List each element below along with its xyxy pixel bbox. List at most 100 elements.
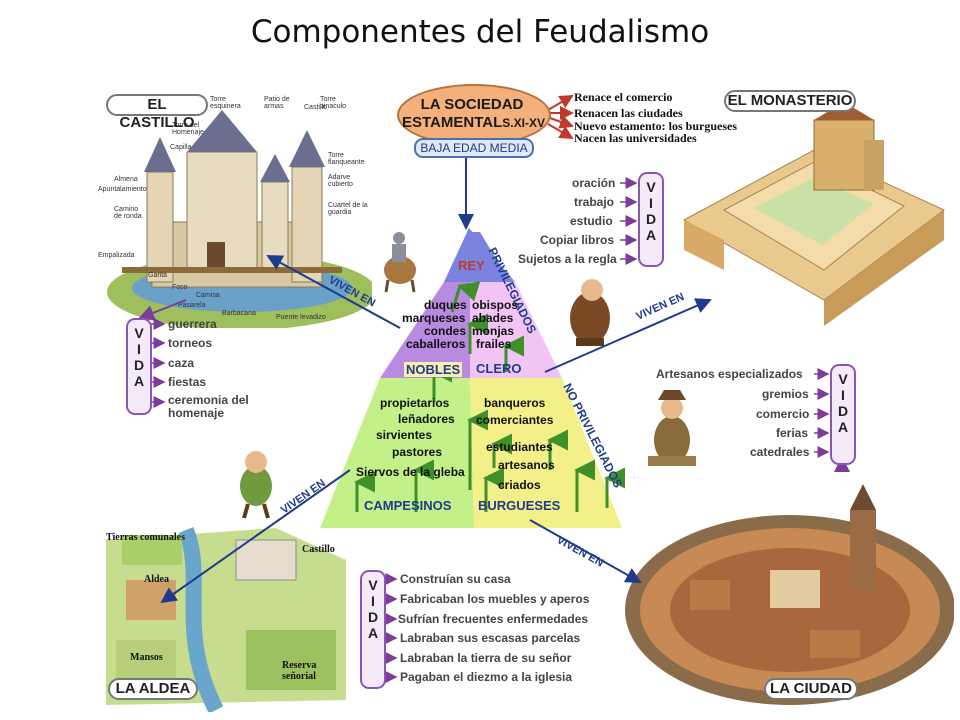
castle-part-label: Garita (148, 272, 168, 279)
burgues-member: artesanos (498, 458, 555, 472)
center-title-line2: ESTAMENTAL (402, 114, 503, 131)
campesino-member: propietarios (380, 396, 450, 410)
aldea-map-label: Aldea (144, 574, 169, 585)
baja-edad-media-badge: BAJA EDAD MEDIA (414, 138, 534, 158)
aldea-vida-item: Sufrían frecuentes enfermedades (398, 612, 589, 626)
castle-part-label: Foso (172, 284, 188, 291)
aldea-vida-item: Labraban sus escasas parcelas (400, 631, 581, 645)
castle-part-label: Torre del Homenaje (172, 122, 204, 136)
monk-figure (570, 279, 610, 346)
burgues-member: estudiantes (486, 440, 553, 454)
clero-member: monjas (472, 324, 515, 338)
ciudad-vida-item: gremios (762, 387, 809, 401)
city-illustration: · · · (620, 470, 954, 710)
aldea-map-label: Mansos (130, 652, 163, 663)
noble-member: caballeros (406, 337, 466, 351)
pyramid-burgueses-section (470, 378, 622, 528)
castle-part-label: Capilla (170, 144, 192, 151)
castle-part-label: Torre pinaculo (320, 96, 347, 110)
village-illustration: Tierras comunales Aldea Castillo Mansos … (96, 520, 352, 712)
campesino-member: Siervos de la gleba (356, 465, 465, 479)
clero-member: frailes (476, 337, 512, 351)
castle-part-label: Empalizada (98, 252, 135, 259)
clero-label: CLERO (476, 361, 522, 376)
castle-part-label: Castillo (304, 104, 327, 111)
monasterio-vida-item: Sujetos a la regla (518, 252, 617, 266)
ciudad-label: LA CIUDAD (764, 678, 858, 700)
center-title-line1: LA SOCIEDAD (420, 96, 524, 113)
aldea-label: LA ALDEA (108, 678, 198, 700)
knight-figure (384, 232, 416, 293)
noble-member: marqueses (402, 311, 466, 325)
castle-part-label: Patio de armas (264, 96, 290, 110)
monasterio-vida-item: oración (572, 176, 616, 190)
arrow-to-aldea (160, 469, 351, 604)
aldea-vida-item: Labraban la tierra de su señor (400, 651, 572, 665)
noble-member: duques (424, 298, 467, 312)
ciudad-vida-item: catedrales (750, 445, 810, 459)
aldea-vida-item: Fabricaban los muebles y aperos (400, 592, 590, 606)
aldea-vida-item: Pagaban el diezmo a la iglesia (400, 670, 573, 684)
rey-label: REY (458, 258, 485, 273)
arrow-to-monasterio (544, 298, 712, 373)
castle-illustration: Torre esquinera Patio de armas Castillo … (92, 92, 372, 328)
page-title: Componentes del Feudalismo (250, 14, 710, 50)
peasant-figure (240, 451, 272, 519)
consequence-item: Nuevo estamento: los burgueses (574, 119, 737, 133)
castle-part-label: Cuartel de la guardia (328, 202, 368, 216)
castillo-vida-item: caza (168, 356, 195, 370)
center-period: S.XI-XV (502, 116, 545, 130)
campesinos-label: CAMPESINOS (364, 498, 452, 513)
castle-part-label: Barbacana (222, 310, 256, 317)
viven-en-label: VIVEN EN (279, 477, 328, 516)
aldea-map-label: Tierras comunales (106, 532, 185, 543)
monasterio-vida-item: trabajo (574, 195, 615, 209)
castillo-vida-item: guerrera (168, 317, 217, 331)
clero-member: abades (472, 311, 514, 325)
castle-part-label: Puente levadizo (276, 314, 326, 321)
pyramid-clero-section (470, 282, 562, 378)
ciudad-vida-item: comercio (756, 407, 810, 421)
castillo-vida-item: ceremonia del homenaje (168, 393, 249, 420)
burgues-member: criados (498, 478, 541, 492)
monasterio-label: EL MONASTERIO (724, 90, 856, 112)
consequence-item: Renace el comercio (574, 90, 673, 104)
monasterio-vida-item: Copiar libros (540, 233, 615, 247)
noble-member: condes (424, 324, 467, 338)
clero-member: obispos (472, 298, 519, 312)
arrow-to-castillo (266, 255, 401, 329)
castillo-vida-item: torneos (168, 336, 213, 350)
nobles-label: NOBLES (404, 362, 463, 377)
castle-part-label: Torre esquinera (210, 96, 241, 110)
burgues-member: banqueros (484, 396, 546, 410)
castillo-vida-item: fiestas (168, 375, 207, 389)
burgueses-label: BURGUESES (478, 498, 561, 513)
monasterio-vida-item: estudio (570, 214, 613, 228)
ciudad-vida-item: Artesanos especializados (656, 367, 803, 381)
arrow-to-ciudad (529, 519, 642, 583)
aldea-map-label: Castillo (302, 544, 335, 555)
consequence-item: Nacen las universidades (574, 131, 697, 145)
campesino-member: leñadores (398, 412, 455, 426)
castle-part-label: Torre flanqueante (328, 152, 365, 166)
castle-part-label: Camisa (196, 292, 220, 299)
castle-part-label: Almena (114, 176, 138, 183)
craftsman-figure (648, 390, 696, 466)
campesino-member: sirvientes (376, 428, 433, 442)
monastery-illustration (664, 100, 954, 330)
castle-part-label: Apuntalamiento (98, 186, 147, 193)
pyramid-nobles-section (380, 282, 470, 378)
castillo-label: EL CASTILLO (106, 94, 208, 131)
ciudad-vida-item: ferias (776, 426, 809, 440)
viven-en-label: VIVEN EN (634, 291, 686, 323)
aldea-vida-item: Construían su casa (400, 572, 511, 586)
castle-part-label: Camino de ronda (114, 206, 142, 220)
viven-en-label: VIVEN EN (555, 534, 606, 569)
castle-part-label: Pasarela (178, 302, 206, 309)
castle-part-label: Adarve cubierto (328, 174, 353, 188)
